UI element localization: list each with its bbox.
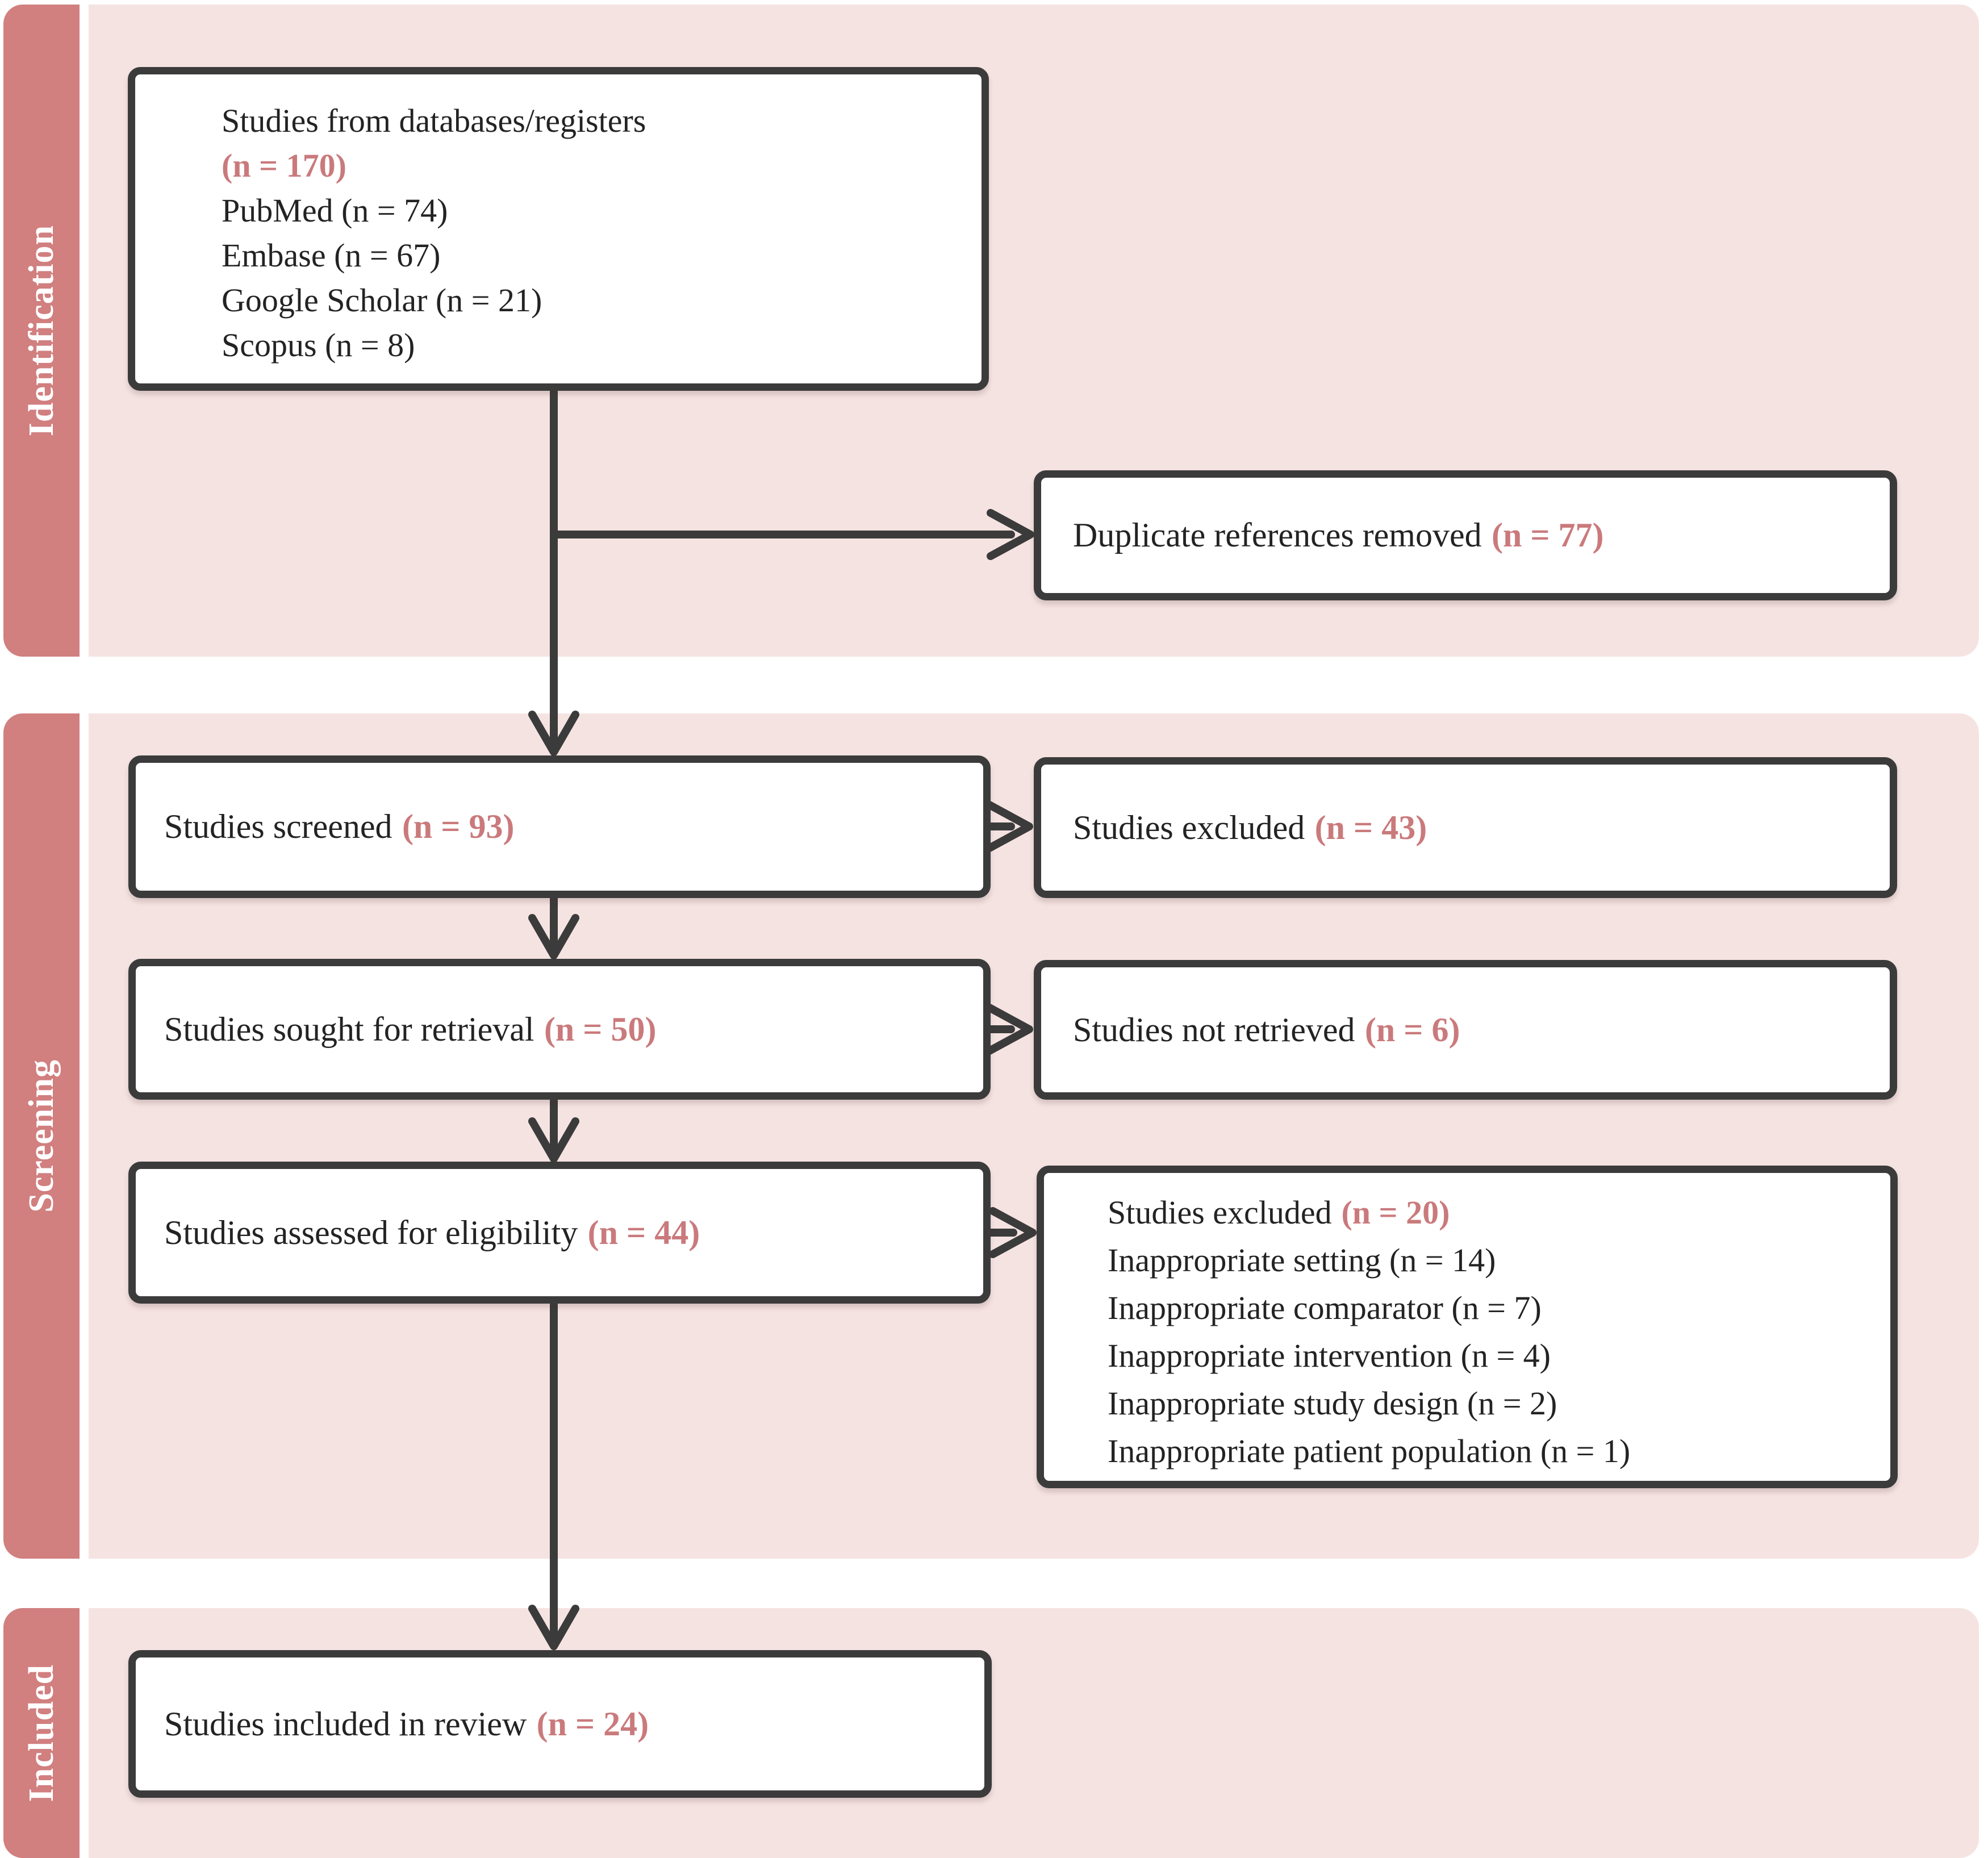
box-text: Studies excluded(n = 20): [1108, 1189, 1868, 1237]
box-studies-sought: Studies sought for retrieval (n = 50): [128, 959, 991, 1100]
exclusion-reason-item: Inappropriate setting (n = 14): [1108, 1242, 1496, 1279]
box-label: Studies included in review: [164, 1705, 527, 1743]
exclusion-reason-item: Inappropriate study design (n = 2): [1108, 1385, 1557, 1422]
box-text: Studies sought for retrieval (n = 50): [164, 1007, 656, 1052]
box-text: Studies included in review(n = 24): [164, 1702, 649, 1747]
exclusion-reason-item: Inappropriate comparator (n = 7): [1108, 1289, 1542, 1326]
box-studies-from-databases: Studies from databases/registers (n = 17…: [128, 67, 989, 391]
box-studies-assessed: Studies assessed for eligibility(n = 44): [128, 1162, 991, 1304]
box-count: (n = 43): [1314, 808, 1427, 846]
box-duplicates-removed: Duplicate references removed(n = 77): [1034, 470, 1897, 600]
box-label: Studies assessed for eligibility: [164, 1213, 578, 1251]
box-text: Studies assessed for eligibility(n = 44): [164, 1210, 700, 1255]
box-count: (n = 6): [1364, 1011, 1460, 1049]
box-label: Studies screened: [164, 808, 392, 845]
box-count: (n = 20): [1341, 1194, 1450, 1231]
box-count: (n = 77): [1491, 516, 1604, 554]
source-item: Embase (n = 67): [222, 237, 441, 274]
exclusion-reason-list: Inappropriate setting (n = 14) Inappropri…: [1108, 1237, 1868, 1475]
box-label: Studies excluded: [1073, 808, 1305, 846]
phase-label-screening: Screening: [22, 1059, 61, 1213]
box-label: Studies not retrieved: [1073, 1011, 1355, 1049]
box-label: Studies sought for retrieval: [164, 1010, 534, 1048]
box-text: Studies screened (n = 93): [164, 804, 514, 849]
box-studies-screened: Studies screened (n = 93): [128, 755, 991, 898]
box-text: Studies not retrieved(n = 6): [1073, 1008, 1460, 1053]
source-item: Google Scholar (n = 21): [222, 282, 542, 319]
box-studies-excluded-screening: Studies excluded(n = 43): [1034, 757, 1897, 898]
box-count: (n = 170): [222, 147, 346, 184]
source-list: PubMed (n = 74) Embase (n = 67) Google Sch…: [222, 188, 959, 368]
box-studies-included: Studies included in review(n = 24): [128, 1650, 992, 1798]
exclusion-reason-item: Inappropriate intervention (n = 4): [1108, 1337, 1551, 1374]
exclusion-reason-item: Inappropriate patient population (n = 1): [1108, 1433, 1631, 1469]
box-count: (n = 50): [544, 1010, 657, 1048]
box-title: Studies from databases/registers: [222, 102, 646, 139]
box-count: (n = 24): [536, 1705, 649, 1743]
box-studies-not-retrieved: Studies not retrieved(n = 6): [1034, 960, 1897, 1100]
box-count: (n = 44): [587, 1213, 700, 1251]
phase-tab-included: Included: [3, 1608, 80, 1858]
source-item: Scopus (n = 8): [222, 327, 415, 364]
box-count: (n = 93): [402, 808, 515, 845]
phase-tab-identification: Identification: [3, 5, 80, 657]
box-text: Duplicate references removed(n = 77): [1073, 513, 1604, 558]
source-item: PubMed (n = 74): [222, 192, 448, 229]
box-studies-excluded-eligibility: Studies excluded(n = 20) Inappropriate s…: [1037, 1166, 1898, 1488]
phase-label-included: Included: [22, 1664, 61, 1802]
phase-label-identification: Identification: [22, 224, 61, 437]
box-label: Studies excluded: [1108, 1194, 1332, 1231]
box-label: Duplicate references removed: [1073, 516, 1482, 554]
phase-tab-screening: Screening: [3, 713, 80, 1559]
box-text: Studies excluded(n = 43): [1073, 805, 1427, 850]
